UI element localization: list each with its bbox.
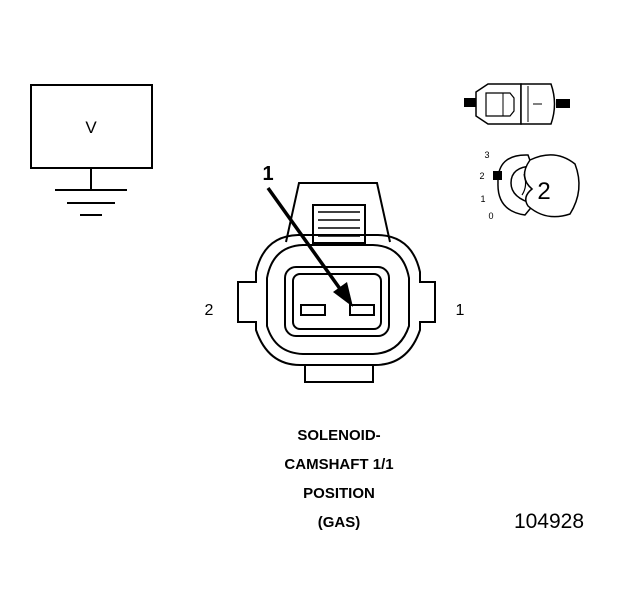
latch-housing (285, 182, 391, 243)
probe-scale-label-0: 0 (488, 211, 493, 221)
pin-label-right: 1 (456, 302, 465, 319)
connector-inner-body (266, 244, 410, 355)
voltmeter-symbol: V (30, 84, 153, 216)
probe-tip-right (556, 99, 570, 108)
pin-label-left: 2 (205, 302, 214, 319)
probe-tip-left (464, 98, 476, 107)
probe-position-number: 2 (537, 178, 550, 205)
probe-body-left-inset (485, 92, 515, 117)
figure-number: 104928 (514, 510, 584, 533)
probe-tool-end-view: 2 3 2 1 0 (479, 150, 580, 221)
caption-line-4: (GAS) (318, 514, 361, 531)
callout-label: 1 (262, 163, 273, 185)
terminal-pin-1 (349, 304, 375, 316)
latch-tab (312, 204, 366, 244)
probe-scale-label-3: 3 (484, 150, 489, 160)
callout-line (266, 186, 345, 295)
probe-selector-knob (523, 154, 580, 218)
bottom-tab (304, 365, 374, 383)
terminal-cavity-outer (284, 266, 390, 337)
connector-face (237, 182, 436, 383)
probe-selector-notch (521, 173, 527, 196)
component-caption: SOLENOID- CAMSHAFT 1/1 POSITION (GAS) (284, 427, 393, 531)
caption-line-3: POSITION (303, 485, 375, 502)
probe-scale-label-1: 1 (480, 194, 485, 204)
callout-arrowhead (333, 282, 353, 307)
probe-tool-side-view (464, 83, 570, 125)
terminal-pin-2 (300, 304, 326, 316)
probe-scale-label-2: 2 (479, 171, 484, 181)
caption-line-2: CAMSHAFT 1/1 (284, 456, 393, 473)
probe-selector-marker (493, 171, 502, 180)
callout-arrow: 1 (262, 163, 353, 307)
connector-outer-body (237, 234, 436, 366)
caption-line-1: SOLENOID- (297, 427, 380, 444)
terminal-cavity-inner (292, 273, 382, 330)
voltmeter-label: V (85, 118, 97, 137)
